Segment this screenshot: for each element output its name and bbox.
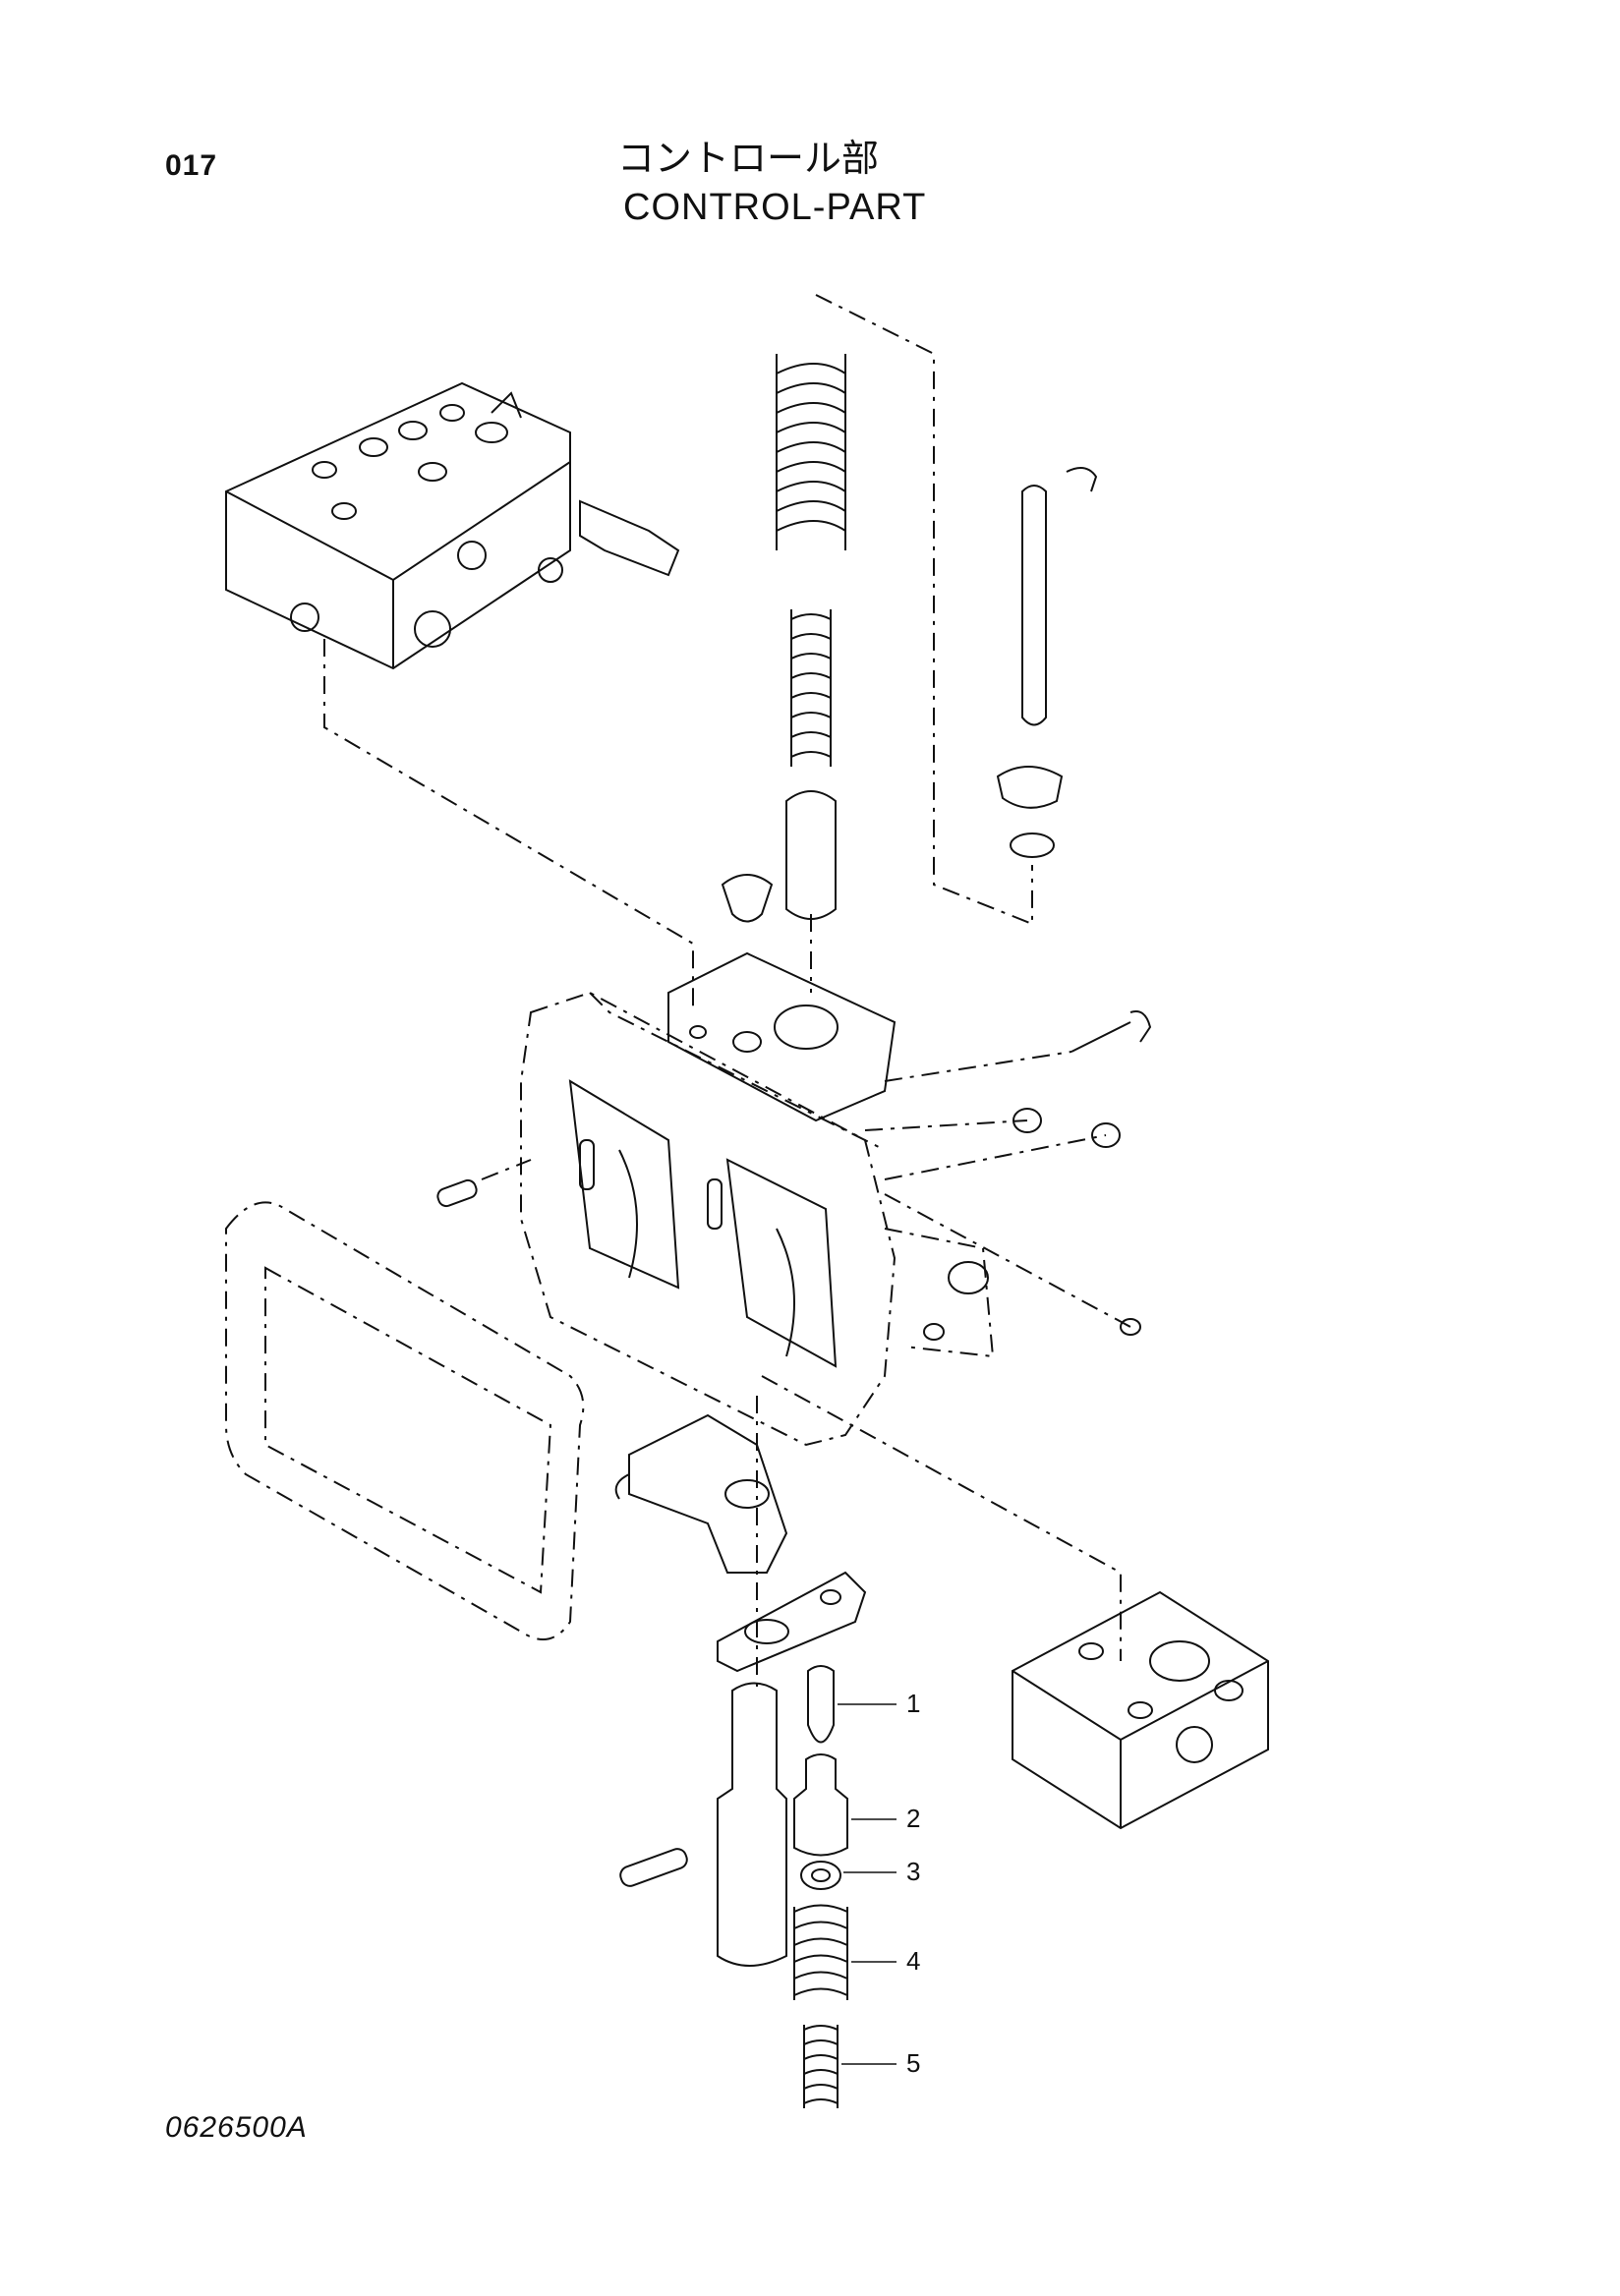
plug-screw-2 bbox=[1091, 1122, 1121, 1148]
plug-screw-1 bbox=[1012, 1108, 1042, 1133]
callout-1: 1 bbox=[906, 1689, 921, 1718]
page-number: 017 bbox=[165, 149, 218, 182]
outer-spring-top bbox=[776, 354, 846, 550]
title-japanese: コントロール部 bbox=[617, 137, 880, 180]
part-4-outer-spring bbox=[793, 1904, 848, 2000]
part-2-valve-sleeve bbox=[793, 1753, 848, 1857]
drawing-code: 0626500A bbox=[165, 2111, 308, 2144]
callout-2: 2 bbox=[906, 1804, 921, 1833]
plug bbox=[721, 874, 774, 923]
cover-block bbox=[1012, 1590, 1269, 1830]
pin-rod bbox=[996, 467, 1098, 858]
piston-sleeve bbox=[785, 790, 837, 920]
title-english: CONTROL-PART bbox=[623, 187, 927, 228]
cap-screw bbox=[1070, 1010, 1152, 1053]
part-5-inner-spring bbox=[803, 2025, 839, 2108]
piston-lower bbox=[619, 1682, 787, 1967]
pump-housing bbox=[520, 951, 995, 1447]
callout-5: 5 bbox=[906, 2048, 921, 2078]
inner-spring-top bbox=[790, 609, 832, 767]
small-screw bbox=[1120, 1318, 1141, 1336]
callout-3: 3 bbox=[906, 1857, 921, 1886]
part-3-washer bbox=[800, 1861, 841, 1890]
lever-arm bbox=[614, 1413, 788, 1574]
dowel-pin-left bbox=[436, 1178, 478, 1208]
part-1-valve-spool bbox=[807, 1665, 835, 1744]
callout-4: 4 bbox=[906, 1946, 921, 1976]
valve-block bbox=[225, 381, 680, 670]
bracket-plate bbox=[717, 1571, 867, 1673]
gasket bbox=[225, 1201, 585, 1640]
